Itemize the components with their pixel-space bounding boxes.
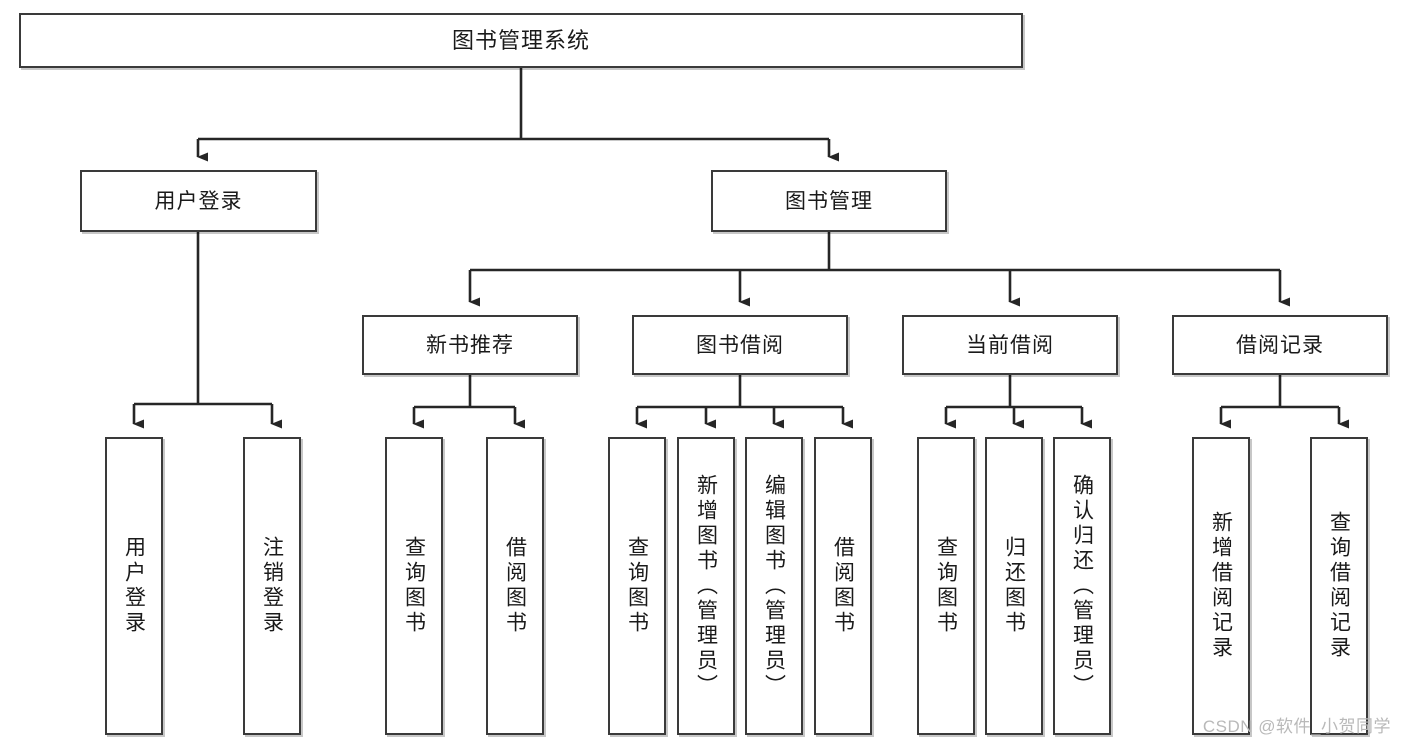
node-root-system[interactable]: 图书管理系统 xyxy=(19,13,1023,68)
node-label-leaf-query-book-current: 查询图书 xyxy=(934,536,958,636)
node-label-borrow-record: 借阅记录 xyxy=(1236,333,1324,357)
node-borrow-record[interactable]: 借阅记录 xyxy=(1172,315,1388,375)
edge-group-new-book-recommend xyxy=(412,375,525,429)
node-leaf-edit-book[interactable]: 编辑图书（管理员） xyxy=(745,437,803,735)
node-label-leaf-borrow-book: 借阅图书 xyxy=(831,536,855,636)
node-label-leaf-query-book-rec: 查询图书 xyxy=(402,536,426,636)
node-new-book-recommend[interactable]: 新书推荐 xyxy=(362,315,578,375)
edge-group-book-management xyxy=(468,232,1290,307)
edge-group-current-borrow xyxy=(944,375,1092,429)
node-label-new-book-recommend: 新书推荐 xyxy=(426,333,514,357)
node-label-leaf-add-record: 新增借阅记录 xyxy=(1209,511,1233,661)
node-leaf-user-login[interactable]: 用户登录 xyxy=(105,437,163,735)
node-leaf-query-book-borrow[interactable]: 查询图书 xyxy=(608,437,666,735)
edge-group-root xyxy=(196,68,839,162)
node-label-leaf-query-record: 查询借阅记录 xyxy=(1327,511,1351,661)
node-leaf-borrow-book-rec[interactable]: 借阅图书 xyxy=(486,437,544,735)
node-label-leaf-confirm-return: 确认归还（管理员） xyxy=(1070,473,1094,699)
node-label-leaf-return-book: 归还图书 xyxy=(1002,536,1026,636)
node-label-root: 图书管理系统 xyxy=(451,27,590,53)
node-leaf-borrow-book[interactable]: 借阅图书 xyxy=(814,437,872,735)
node-label-leaf-borrow-book-rec: 借阅图书 xyxy=(503,536,527,636)
node-label-book-management: 图书管理 xyxy=(785,189,873,213)
node-current-borrow[interactable]: 当前借阅 xyxy=(902,315,1118,375)
node-book-management[interactable]: 图书管理 xyxy=(711,170,947,232)
edge-group-borrow-record xyxy=(1219,375,1349,429)
node-label-leaf-user-login: 用户登录 xyxy=(122,536,146,636)
node-leaf-add-book[interactable]: 新增图书（管理员） xyxy=(677,437,735,735)
edge-group-book-borrow xyxy=(635,375,853,429)
node-label-leaf-add-book: 新增图书（管理员） xyxy=(694,473,718,699)
node-user-login[interactable]: 用户登录 xyxy=(80,170,317,232)
node-leaf-add-record[interactable]: 新增借阅记录 xyxy=(1192,437,1250,735)
node-leaf-query-book-rec[interactable]: 查询图书 xyxy=(385,437,443,735)
node-label-book-borrow: 图书借阅 xyxy=(696,333,784,357)
node-label-leaf-edit-book: 编辑图书（管理员） xyxy=(762,473,786,699)
node-leaf-confirm-return[interactable]: 确认归还（管理员） xyxy=(1053,437,1111,735)
node-label-leaf-query-book-borrow: 查询图书 xyxy=(625,536,649,636)
node-leaf-logout[interactable]: 注销登录 xyxy=(243,437,301,735)
node-leaf-return-book[interactable]: 归还图书 xyxy=(985,437,1043,735)
node-book-borrow[interactable]: 图书借阅 xyxy=(632,315,848,375)
node-leaf-query-record[interactable]: 查询借阅记录 xyxy=(1310,437,1368,735)
edge-group-user-login xyxy=(132,232,282,429)
node-label-leaf-logout: 注销登录 xyxy=(260,536,284,636)
node-leaf-query-book-current[interactable]: 查询图书 xyxy=(917,437,975,735)
node-label-user-login: 用户登录 xyxy=(154,189,243,213)
node-label-current-borrow: 当前借阅 xyxy=(966,333,1054,357)
